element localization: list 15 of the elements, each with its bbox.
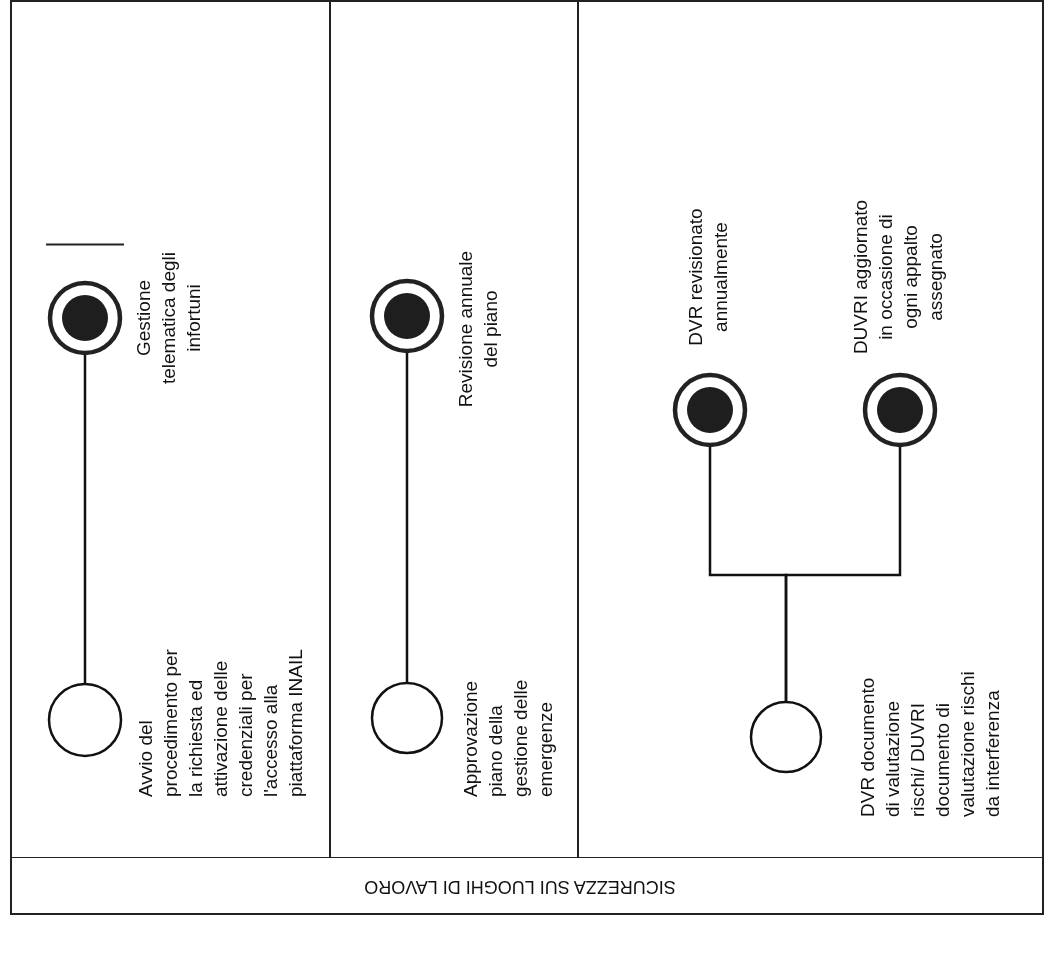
event-label: DVR revisionato annualmente <box>684 207 732 348</box>
swimlane <box>10 0 330 858</box>
pool-frame <box>10 0 1044 915</box>
connector-line <box>405 353 409 683</box>
event-label: Approvazione piano della gestione delle emergenze <box>459 678 557 797</box>
event-label: DUVRI aggiornato in occasione di ogni appalto assegnato <box>849 198 947 357</box>
swimlane <box>578 0 1044 858</box>
connector-line <box>83 355 87 684</box>
pool-title: SICUREZZA SUI LUOGHI DI LAVORO <box>364 875 676 897</box>
event-label: Avvio del procedimento per la richiesta ed attivazione delle credenziali per l'accesso alla piattaforma INAIL <box>133 648 307 797</box>
event-label: Gestione telematica degli infortuni <box>131 251 205 386</box>
event-label: DVR documento di valutazione rischi/ DUVRI documento di valutazione rischi da interferenza <box>856 670 1004 817</box>
swimlane <box>330 0 578 858</box>
connector-line <box>784 447 902 702</box>
event-label: Revisione annuale del piano <box>454 249 502 410</box>
